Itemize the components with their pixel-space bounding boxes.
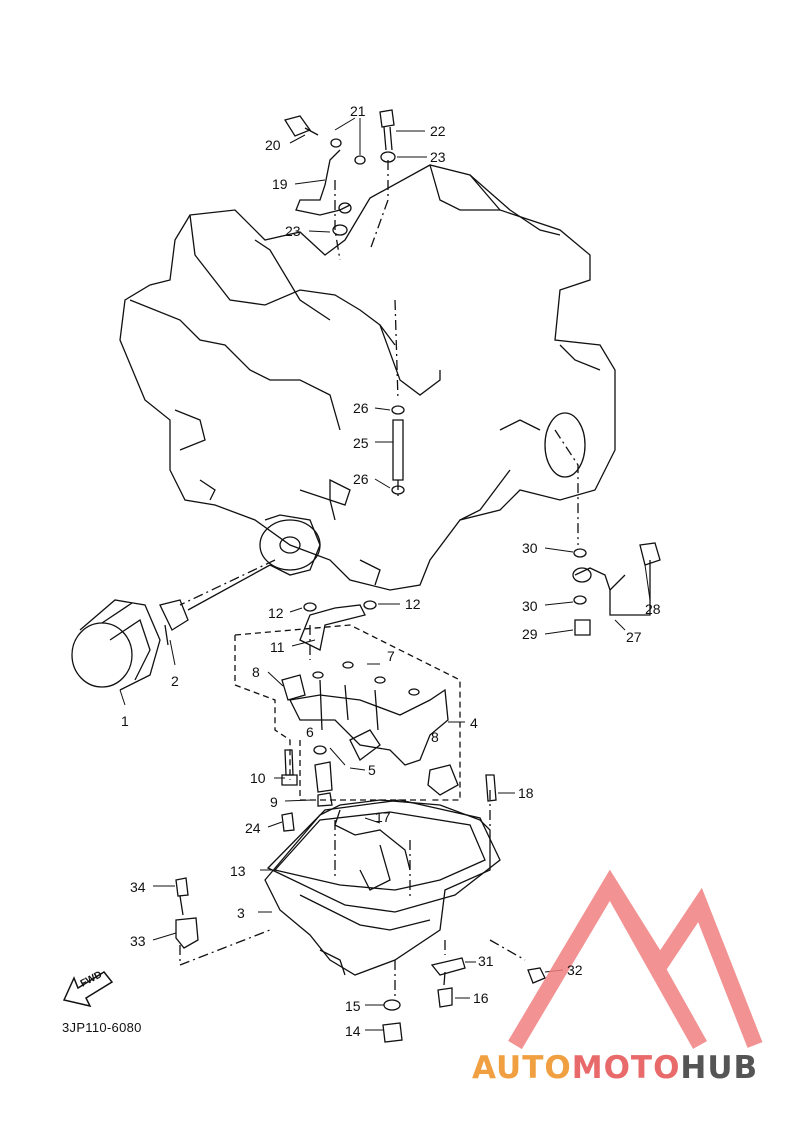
part-label-34: 34 [130,879,146,895]
part-label-28: 28 [645,601,661,617]
part-label-23-left: 23 [285,223,301,239]
part-label-30-top: 30 [522,540,538,556]
part-label-18: 18 [518,785,534,801]
engine-block-outline [119,164,616,591]
watermark-text: AUTOMOTOHUB [472,1050,758,1086]
part-label-30-bottom: 30 [522,598,538,614]
oil-pan-outline [264,799,491,976]
part-label-23-top: 23 [430,149,446,165]
part-label-26-top: 26 [353,400,369,416]
part-label-9: 9 [270,794,278,810]
part-label-27: 27 [626,629,642,645]
part-label-12-left: 12 [268,605,284,621]
part-label-12-right: 12 [405,596,421,612]
watermark-logo-icon [508,869,763,1050]
part-label-5: 5 [368,762,376,778]
part-label-13: 13 [230,863,246,879]
part-label-1: 1 [121,713,129,729]
part-label-31: 31 [478,953,494,969]
diagram-code: 3JP110-6080 [62,1020,142,1035]
part-label-8-left: 8 [252,664,260,680]
part-label-25: 25 [353,435,369,451]
watermark-part-3: HUB [680,1050,759,1086]
part-label-24: 24 [245,820,261,836]
part-label-32: 32 [567,962,583,978]
part-label-11: 11 [270,639,285,655]
part-label-29: 29 [522,626,538,642]
part-label-20: 20 [265,137,281,153]
fwd-arrow-icon [62,971,114,1008]
part-label-16: 16 [473,990,489,1006]
part-label-17: 17 [375,809,391,825]
part-label-6: 6 [306,724,314,740]
part-label-4: 4 [470,715,478,731]
part-label-14: 14 [345,1023,361,1039]
watermark-part-2: MOTO [571,1050,681,1086]
part-label-2: 2 [171,673,179,689]
part-label-33: 33 [130,933,146,949]
part-label-19: 19 [272,176,288,192]
watermark-part-1: AUTO [472,1050,572,1086]
part-label-8-right: 8 [431,729,439,745]
part-label-21: 21 [350,103,366,119]
part-label-22: 22 [430,123,446,139]
part-label-7: 7 [387,648,395,664]
part-label-26-bottom: 26 [353,471,369,487]
part-label-3: 3 [237,905,245,921]
part-label-15: 15 [345,998,361,1014]
part-label-10: 10 [250,770,266,786]
